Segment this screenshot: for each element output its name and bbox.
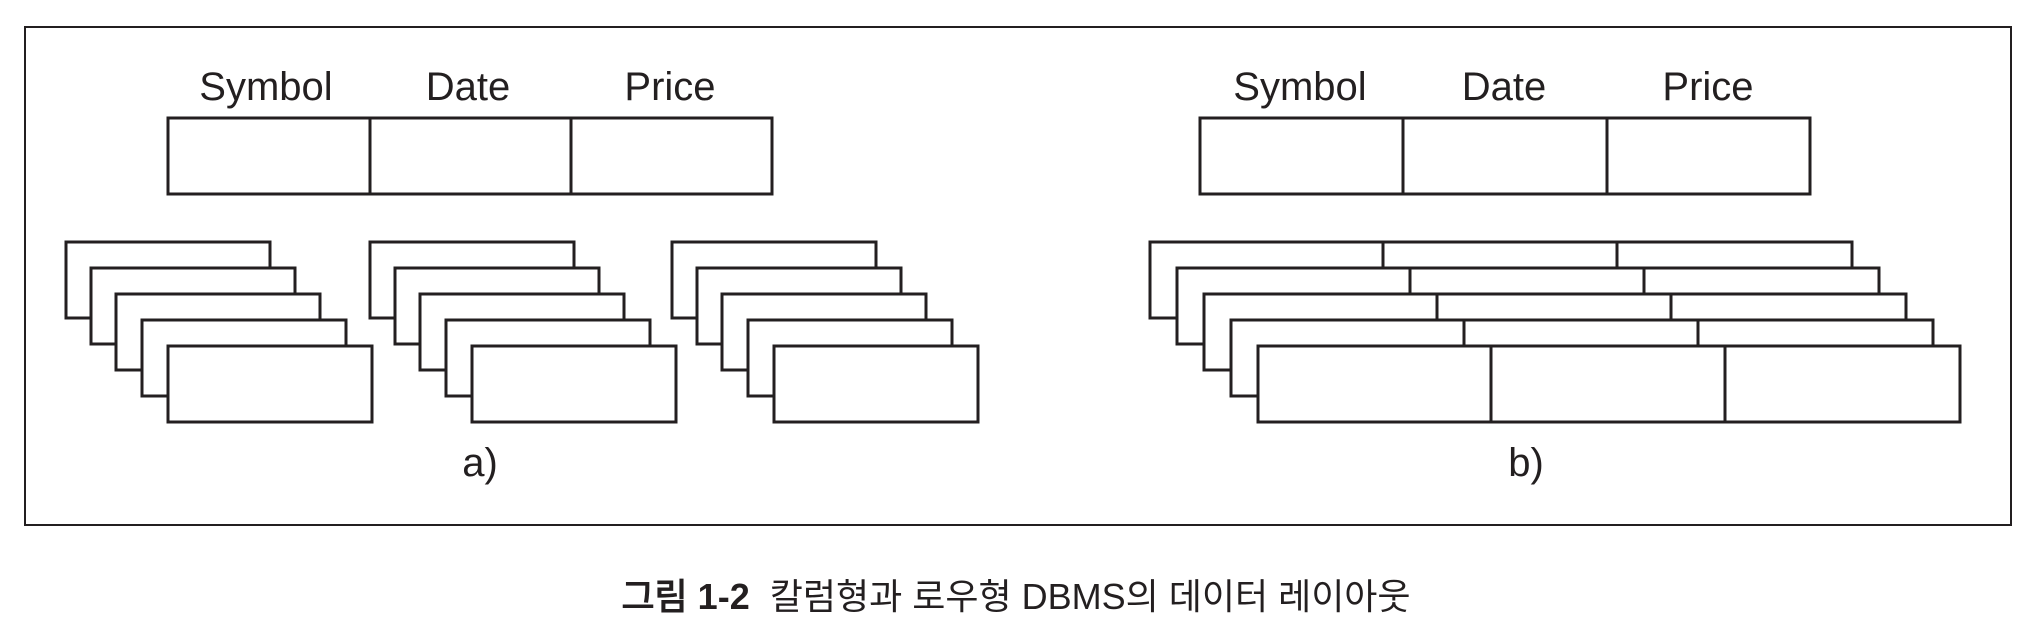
- panel-b-row-page-stack: [1148, 240, 1962, 424]
- panel-a-header-price: Price: [624, 65, 715, 109]
- panel-a-label: a): [462, 441, 498, 485]
- panel-b: Symbol Date Price b): [1148, 65, 1962, 485]
- panel-a-date-column-stack: [368, 240, 678, 424]
- panel-a-header-symbol: Symbol: [199, 65, 332, 109]
- row-page: [1256, 344, 1962, 424]
- panel-b-header-symbol: Symbol: [1233, 65, 1366, 109]
- panel-a: Symbol Date Price: [64, 65, 980, 485]
- panel-a-schema-row: [166, 116, 774, 196]
- panel-a-price-column-stack: [670, 240, 980, 424]
- panel-b-label: b): [1508, 441, 1544, 485]
- panel-a-symbol-column-stack: [64, 240, 374, 424]
- column-page: [772, 344, 980, 424]
- panel-b-schema-row: [1198, 116, 1812, 196]
- caption-text: 칼럼형과 로우형 DBMS의 데이터 레이아웃: [769, 576, 1411, 617]
- panel-b-header-price: Price: [1662, 65, 1753, 109]
- column-page: [470, 344, 678, 424]
- panel-b-header-date: Date: [1462, 65, 1547, 109]
- caption-number: 그림 1-2: [621, 576, 750, 617]
- panel-a-header-date: Date: [426, 65, 511, 109]
- figure-caption: 그림 1-2 칼럼형과 로우형 DBMS의 데이터 레이아웃: [0, 568, 2032, 620]
- column-page: [166, 344, 374, 424]
